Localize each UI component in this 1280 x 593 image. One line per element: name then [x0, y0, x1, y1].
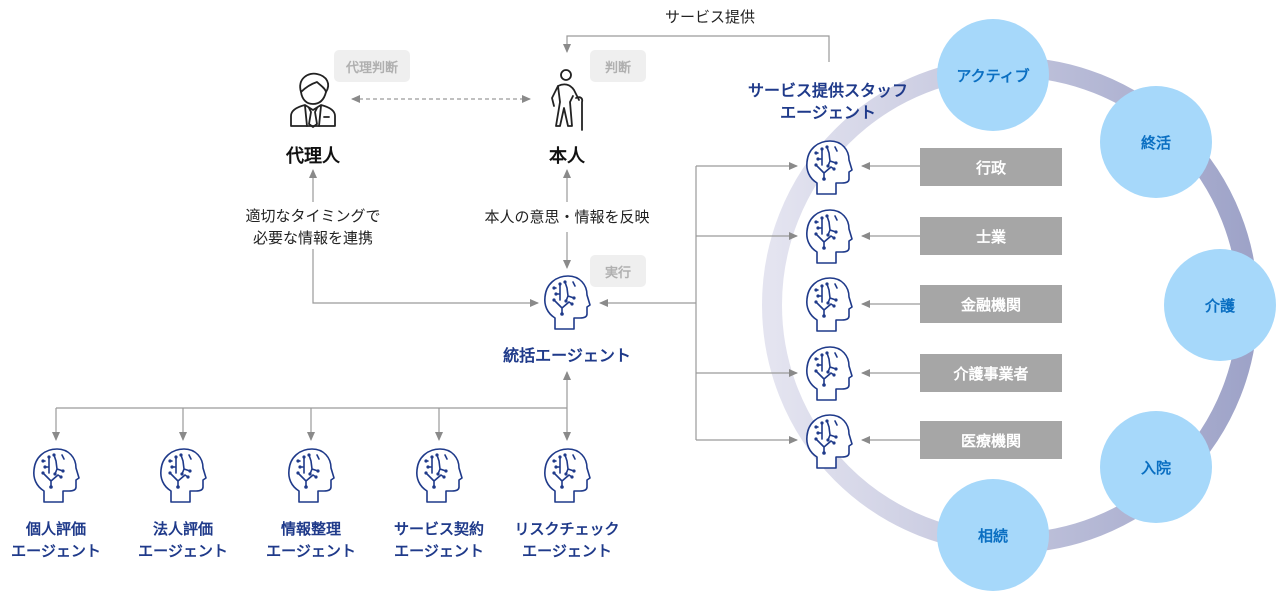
execution-chip: 実行 — [590, 255, 646, 287]
subagent-line1: サービス契約 — [393, 520, 484, 538]
subagent-label-corporate-eval: 法人評価 エージェント — [127, 518, 239, 562]
staff-agent-label: サービス提供スタッフ エージェント — [738, 80, 918, 124]
central-to-proxy-connector — [312, 232, 539, 307]
central-agent-label: 統括エージェント — [503, 346, 631, 365]
timely-info-line2: 必要な情報を連携 — [252, 229, 373, 247]
subagent-line1: 情報整理 — [280, 520, 341, 538]
stage-end-of-life-planning: 終活 — [1100, 86, 1212, 198]
subagent-label-info-organize: 情報整理 エージェント — [255, 518, 367, 562]
staff-agent-head-icon — [804, 345, 854, 401]
service-provision-label: サービス提供 — [664, 8, 755, 26]
staff-agent-line1: サービス提供スタッフ — [747, 81, 908, 100]
subagent-line1: 法人評価 — [152, 520, 213, 538]
staff-agent-head-icon — [804, 413, 854, 469]
subagent-label-personal-eval: 個人評価 エージェント — [0, 518, 112, 562]
stage-nursing-care: 介護 — [1164, 249, 1276, 361]
subagent-head-icon — [414, 447, 464, 503]
subagent-line2: エージェント — [11, 542, 101, 560]
subagent-label-risk-check: リスクチェック エージェント — [502, 518, 632, 562]
judgment-chip: 判断 — [590, 50, 646, 82]
subagent-line2: エージェント — [138, 542, 228, 560]
staff-agent-head-icon — [804, 276, 854, 332]
subagent-head-icon — [31, 447, 81, 503]
timely-info-line1: 適切なタイミングで — [245, 207, 381, 225]
subagent-head-icon — [542, 447, 592, 503]
central-agent-head-icon — [542, 274, 592, 330]
subagent-line1: 個人評価 — [25, 520, 86, 538]
subagent-label-service-contract: サービス契約 エージェント — [378, 518, 500, 562]
org-financial-institutions: 金融機関 — [920, 285, 1062, 323]
subagent-head-icon — [158, 447, 208, 503]
stage-hospitalization: 入院 — [1100, 411, 1212, 523]
stage-inheritance: 相続 — [937, 479, 1049, 591]
service-provision-connector — [563, 35, 830, 62]
businessman-icon — [290, 72, 336, 128]
org-care-providers: 介護事業者 — [920, 354, 1062, 392]
subagent-line2: エージェント — [266, 542, 356, 560]
subagent-line2: エージェント — [522, 542, 612, 560]
subagent-head-icon — [286, 447, 336, 503]
reflect-will-note: 本人の意思・情報を反映 — [466, 206, 668, 228]
staff-agent-head-icon — [804, 139, 854, 195]
org-professionals: 士業 — [920, 217, 1062, 255]
stage-active: アクティブ — [937, 19, 1049, 131]
timely-info-note: 適切なタイミングで 必要な情報を連携 — [232, 205, 394, 249]
org-government: 行政 — [920, 148, 1062, 186]
org-medical-institutions: 医療機関 — [920, 421, 1062, 459]
elderly-person-icon — [551, 69, 584, 131]
proxy-label: 代理人 — [286, 146, 340, 167]
staff-agent-line2: エージェント — [780, 103, 876, 122]
self-label: 本人 — [549, 146, 585, 167]
staff-agent-head-icon — [804, 208, 854, 264]
subagent-line1: リスクチェック — [514, 520, 620, 538]
proxy-judgment-chip: 代理判断 — [334, 50, 410, 82]
subagent-line2: エージェント — [394, 542, 484, 560]
